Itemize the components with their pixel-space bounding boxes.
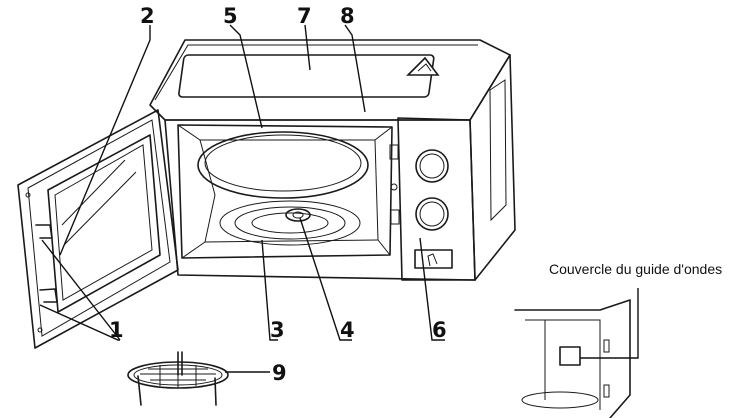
door — [17, 109, 179, 349]
label-5: 5 — [223, 4, 238, 28]
label-3: 3 — [270, 318, 285, 342]
roller-ring — [219, 200, 361, 246]
power-knob — [415, 197, 449, 231]
timer-knob — [415, 149, 449, 183]
label-4: 4 — [340, 318, 355, 342]
top-cover — [178, 54, 440, 98]
label-2: 2 — [140, 4, 155, 28]
grill-rack — [127, 351, 229, 406]
coupler — [285, 208, 311, 222]
door-release-button — [414, 249, 453, 269]
label-8: 8 — [340, 4, 355, 28]
glass-tray — [197, 131, 369, 199]
label-6: 6 — [432, 318, 447, 342]
label-1: 1 — [109, 318, 124, 342]
oven-body — [149, 39, 516, 281]
inset-diagram — [514, 288, 639, 418]
label-7: 7 — [297, 4, 312, 28]
label-9: 9 — [272, 361, 287, 385]
leader-lines — [39, 24, 445, 373]
inset-caption: Couvercle du guide d'ondes — [549, 261, 722, 277]
waveguide-cover — [559, 346, 581, 366]
